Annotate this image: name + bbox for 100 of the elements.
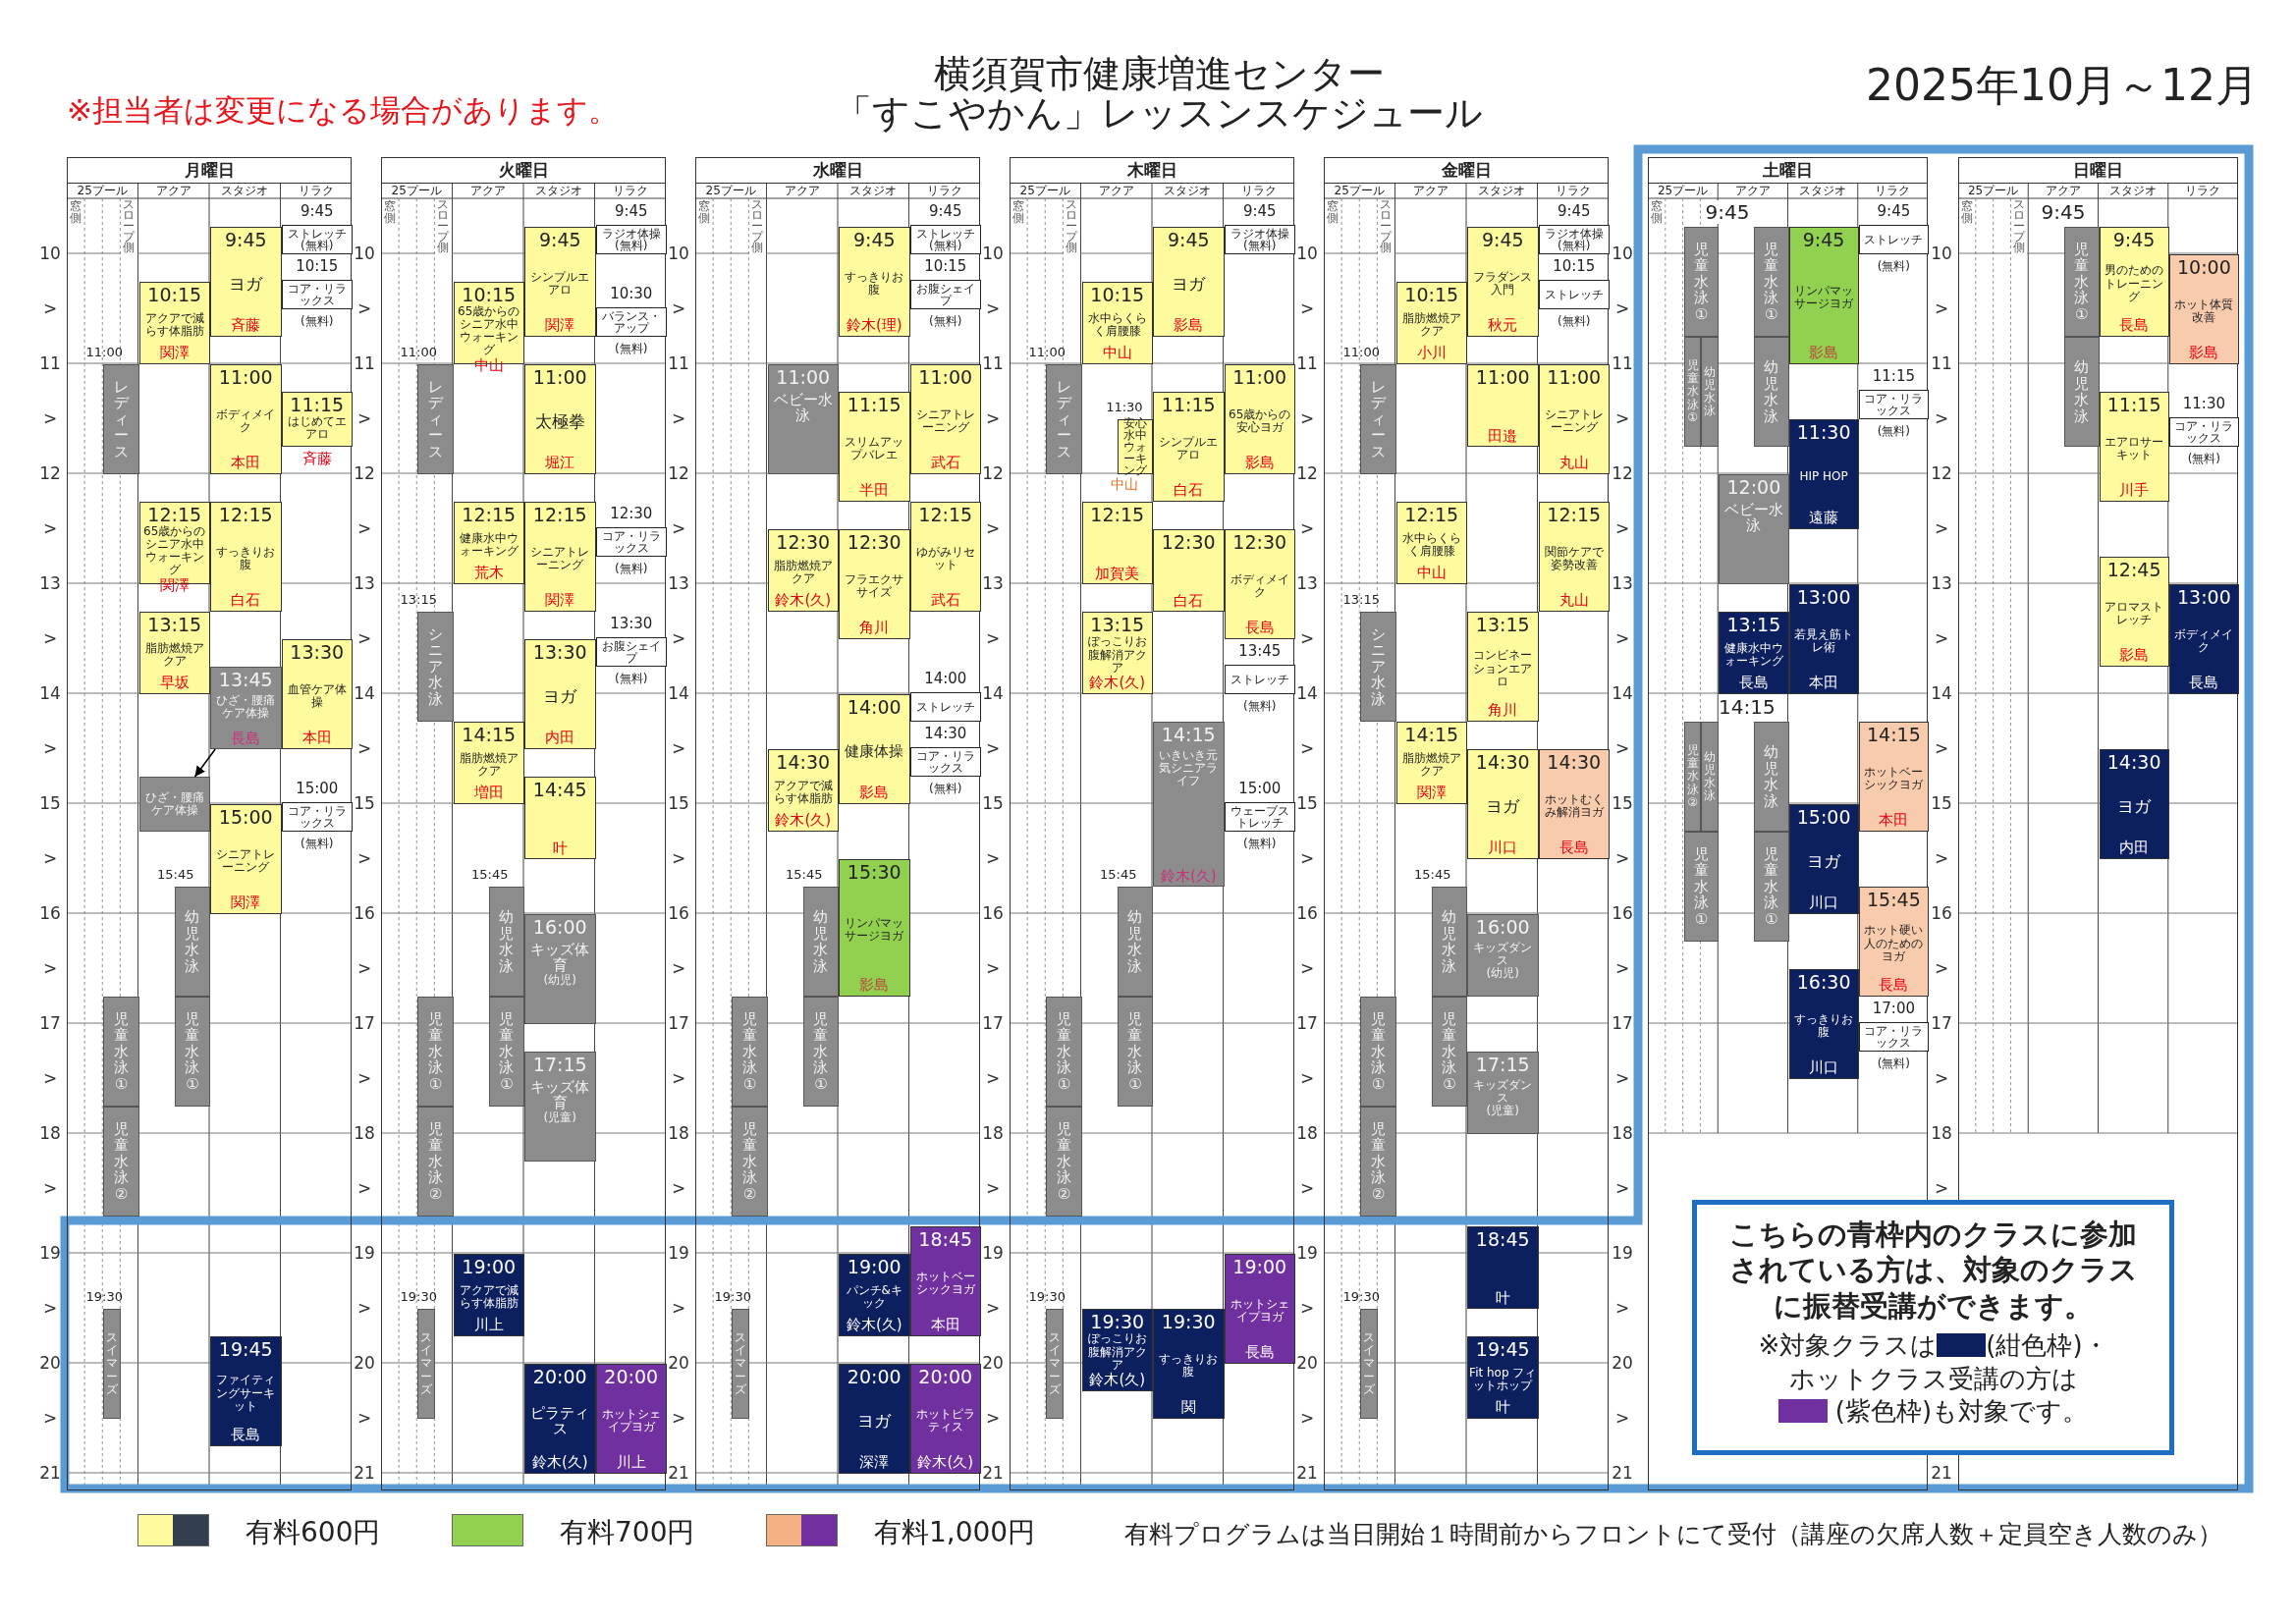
column-header: 25プール: [1333, 184, 1386, 198]
class-block: シニア水泳: [1360, 612, 1396, 722]
start-time: 15:45: [1867, 890, 1921, 910]
class-note: (児童): [1486, 1105, 1519, 1118]
instructor-name: 叶: [1495, 1289, 1510, 1306]
free-note: (無料): [928, 781, 963, 796]
instructor-name: 本田: [301, 730, 332, 746]
class-name: ラジオ体操: [1544, 228, 1604, 240]
hour-label: 17: [1930, 1012, 1953, 1034]
class-name: ベビー水泳: [772, 391, 834, 424]
class-block: [1467, 914, 1539, 997]
class-block: [767, 529, 839, 612]
day-name: 土曜日: [1649, 158, 1927, 184]
class-block: [767, 749, 839, 832]
class-block: [524, 914, 596, 1024]
class-block: [1467, 227, 1539, 337]
class-name: 若見え筋トレ術: [1793, 628, 1855, 655]
instructor-name: 鈴木(久): [1160, 867, 1217, 884]
class-name: フラエクササイズ: [844, 573, 905, 600]
class-name: アクアで減らす体脂肪: [143, 312, 205, 339]
start-time: 11:00: [399, 345, 438, 361]
half-hour-mark: >: [670, 517, 687, 539]
title: 横須賀市健康増進センター「すこやかん」レッスンスケジュール: [834, 55, 1484, 134]
instructor-name: 影島: [2189, 345, 2219, 361]
class-block: 児童水泳①: [1683, 832, 1720, 942]
hour-label: 13: [667, 572, 690, 594]
instructor-name: 本田: [930, 1317, 960, 1333]
instructor-name: 影島: [1174, 317, 1204, 334]
half-hour-mark: >: [355, 1177, 373, 1199]
half-hour-mark: >: [1613, 1067, 1631, 1089]
class-block: 児童水泳①: [174, 997, 210, 1107]
start-time: 9:45: [1241, 202, 1278, 222]
instructor-name: 長島: [1244, 620, 1275, 636]
half-hour-mark: >: [1613, 847, 1631, 869]
instructor-name: 小川: [1416, 345, 1447, 361]
class-block: [2099, 749, 2169, 859]
start-time: 15:45: [785, 867, 824, 884]
half-hour-mark: >: [1613, 1407, 1631, 1429]
instructor-name: 鈴木(久): [1089, 1372, 1146, 1388]
class-name: ひざ・腰痛ケア体操: [143, 790, 205, 818]
start-time: 16:30: [1796, 972, 1851, 993]
start-time: 15:45: [1413, 867, 1452, 884]
free-note: (無料): [615, 240, 648, 251]
half-hour-mark: >: [1298, 957, 1316, 979]
free-note: (無料): [1242, 836, 1278, 851]
start-time: 9:45: [613, 202, 649, 222]
class-block: [1788, 227, 1859, 364]
class-block: [1788, 419, 1859, 529]
hour-label: 12: [667, 462, 690, 484]
instructor-name: 影島: [1809, 345, 1839, 361]
instructor-name: 堀江: [545, 455, 575, 471]
class-name: すっきりお腹: [215, 546, 277, 572]
hour-label: 19: [981, 1242, 1005, 1264]
half-hour-mark: >: [1613, 1177, 1631, 1199]
lane-label: スロープ側: [1378, 199, 1394, 254]
half-hour-mark: >: [1298, 298, 1316, 319]
day-panel: [1010, 157, 1294, 1490]
half-hour-mark: >: [355, 407, 373, 429]
lane-label: 窓側: [382, 200, 399, 226]
half-hour-mark: >: [1298, 1407, 1316, 1429]
instructor-name: 関澤: [1416, 785, 1447, 801]
column-header: アクア: [783, 184, 821, 198]
half-hour-mark: >: [41, 1297, 59, 1319]
class-name: 関節ケアで姿勢改善: [1543, 546, 1605, 572]
hour-label: 17: [667, 1012, 690, 1034]
instructor-name: 鈴木(久): [531, 1454, 588, 1471]
class-block: 児童水泳①: [1683, 337, 1702, 447]
class-block: 児童水泳①: [802, 997, 839, 1107]
half-hour-mark: >: [1933, 847, 1950, 869]
class-name: 脂肪燃焼アクア: [143, 642, 205, 669]
class-name: ぽっこりお腹解消アクア: [1086, 635, 1148, 675]
class-block: 児童水泳①: [732, 997, 768, 1107]
class-name: コア・リラックス: [2173, 420, 2235, 444]
start-time: 14:15: [1867, 725, 1921, 745]
start-time: 14:45: [532, 780, 587, 800]
half-hour-mark: >: [355, 737, 373, 759]
start-time: 15:30: [847, 862, 902, 883]
class-block: [1395, 282, 1467, 364]
class-name: ボディメイク: [215, 408, 277, 435]
half-hour-mark: >: [1613, 1297, 1631, 1319]
start-time: 13:15: [1726, 615, 1781, 635]
half-hour-mark: >: [984, 517, 1002, 539]
class-block: [281, 639, 353, 749]
class-name: 脂肪燃焼アクア: [1400, 752, 1462, 779]
start-time: 12:45: [2106, 560, 2161, 580]
column-header: スタジオ: [848, 184, 899, 198]
class-name: コア・リラックス: [1863, 1025, 1925, 1049]
start-time: 10:15: [1552, 257, 1597, 277]
half-hour-mark: >: [41, 298, 59, 319]
class-name: キッズダンス: [1472, 1078, 1534, 1106]
lane-label: 窓側: [696, 200, 713, 226]
start-time: 14:30: [923, 725, 968, 744]
start-time: 9:45: [1167, 230, 1210, 250]
legend-label: 有料600円: [246, 1515, 381, 1550]
class-name: 65歳からのシニア水中ウォーキング: [142, 524, 207, 577]
half-hour-mark: >: [670, 737, 687, 759]
half-hour-mark: >: [984, 627, 1002, 649]
hour-label: 17: [38, 1012, 62, 1034]
hour-label: 13: [38, 572, 62, 594]
instructor-name: 影島: [2119, 647, 2150, 664]
